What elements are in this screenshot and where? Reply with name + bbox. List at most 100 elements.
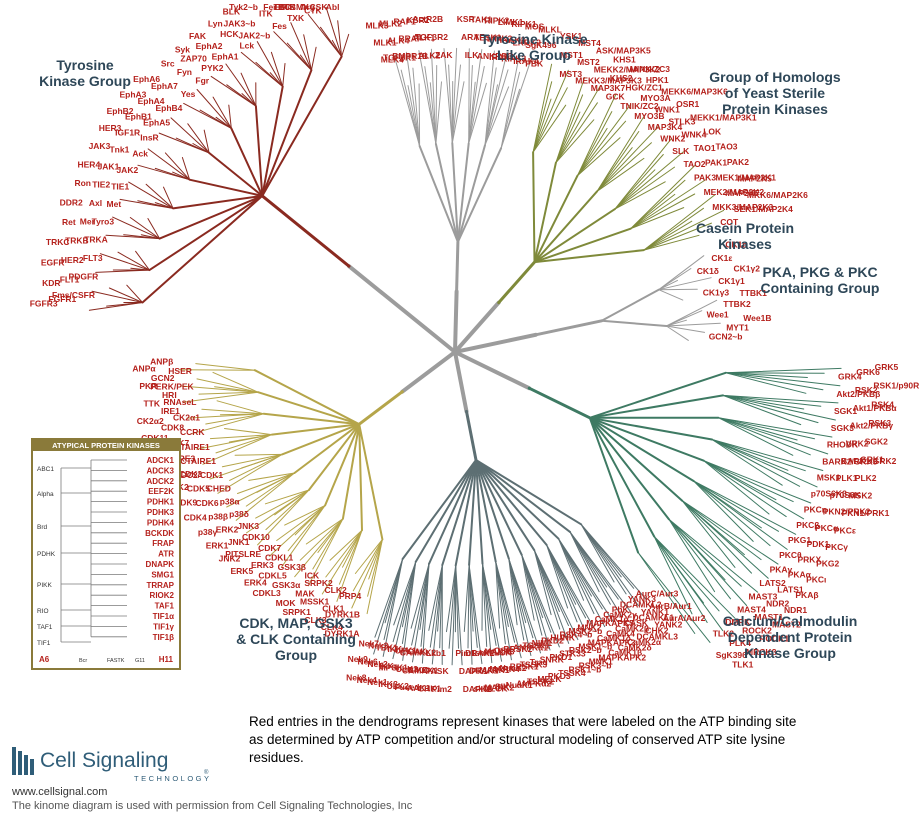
kinase-label: Tnk1 bbox=[109, 144, 129, 154]
kinase-label: Axl bbox=[89, 198, 102, 208]
kinase-label: PLK4 bbox=[729, 638, 751, 648]
kinase-label: p70S6Kβ bbox=[811, 489, 847, 499]
branch-leaf-agc bbox=[653, 536, 693, 615]
kinase-label: TAO3 bbox=[716, 141, 738, 151]
branch-leaf-agc bbox=[722, 394, 805, 410]
kinase-label: MOS bbox=[525, 22, 545, 32]
kinase-label: HER3 bbox=[99, 123, 122, 133]
atypical-kinase-label: ADCK1 bbox=[146, 456, 174, 465]
kinase-label: ANPα bbox=[132, 363, 156, 373]
branch-leaf-agc bbox=[725, 372, 808, 378]
kinase-label: NuaK1 bbox=[506, 680, 533, 690]
kinase-label: TRKB bbox=[65, 236, 89, 246]
branch-leaf-cmgc bbox=[287, 504, 326, 552]
branch-leaf-agc bbox=[693, 480, 754, 542]
atypical-kinase-label: ATR bbox=[158, 550, 174, 559]
branch-cluster-camk bbox=[441, 459, 477, 567]
kinase-label: CaMK2γ bbox=[603, 609, 637, 619]
branch-leaf-camk bbox=[580, 523, 627, 595]
kinase-label: MKK3/MAP2K3 bbox=[712, 202, 773, 212]
kinase-label: MARK3 bbox=[484, 647, 514, 657]
atypical-box-header bbox=[32, 439, 180, 451]
branch-leaf-camk bbox=[373, 558, 404, 655]
logo-mark: Cell Signaling TECHNOLOGY ® bbox=[12, 747, 209, 783]
kinase-label: PKCι bbox=[806, 575, 827, 585]
branch-leaf-camk bbox=[521, 554, 535, 621]
branch-leaf-tkl bbox=[393, 54, 421, 147]
branch-leaf-tkl bbox=[500, 57, 532, 149]
branch-leaf-tk bbox=[310, 46, 317, 71]
atypical-family-label: TIF1 bbox=[37, 640, 51, 647]
branch-leaf-cmgc bbox=[221, 453, 283, 468]
kinase-label: Ron bbox=[74, 178, 91, 188]
kinase-label: CK1γ3 bbox=[703, 288, 730, 298]
branch-leaf-cmgc bbox=[190, 413, 265, 435]
kinase-label: EphB1 bbox=[125, 112, 152, 122]
branch-leaf-cmgc bbox=[265, 489, 310, 531]
branch-leaf-agc bbox=[703, 460, 794, 503]
branch-leaf-agc bbox=[637, 552, 711, 643]
kinase-label: Tyro3 bbox=[92, 217, 115, 227]
branch-leaf-tkl bbox=[435, 81, 442, 145]
branch-leaf-cmgc bbox=[212, 371, 259, 393]
branch-cluster-ste bbox=[533, 161, 557, 264]
branch-leaf-tk bbox=[225, 63, 257, 107]
kinase-label: CaMK4 bbox=[606, 628, 635, 638]
branch-leaf-camk bbox=[401, 561, 417, 644]
atypical-kinases-box: ATYPICAL PROTEIN KINASES ABC1AlphaBrdPDH… bbox=[31, 438, 181, 670]
logo-bars-icon bbox=[12, 747, 34, 775]
branch-cluster-cmgc bbox=[293, 423, 361, 474]
branch-leaf-tk bbox=[163, 186, 174, 209]
kinase-label: Ret bbox=[62, 217, 76, 227]
branch-leaf-ste bbox=[630, 193, 676, 230]
branch-leaf-agc bbox=[653, 536, 724, 632]
branch-leaf-cmgc bbox=[245, 472, 295, 507]
kinase-label: FGFR1 bbox=[48, 294, 76, 304]
branch-leaf-tkl bbox=[451, 64, 461, 144]
kinase-label: MKK6/MAP2K6 bbox=[747, 190, 808, 200]
kinase-label: CK1α bbox=[725, 239, 748, 249]
atypical-corner-left: A6 bbox=[39, 655, 50, 664]
branch-leaf-agc bbox=[668, 518, 716, 593]
atypical-bottom-label: FASTK bbox=[107, 658, 125, 664]
branch-leaf-ste bbox=[630, 193, 696, 230]
kinase-label: FAK bbox=[189, 31, 207, 41]
kinase-label: MINK/ZC3 bbox=[630, 64, 670, 74]
atypical-kinase-label: TIF1α bbox=[153, 612, 174, 621]
branch-leaf-tkl bbox=[468, 65, 473, 144]
branch-leaf-agc bbox=[717, 417, 815, 440]
kinase-label: TBK1 bbox=[376, 643, 398, 653]
kinase-label: TTBK1 bbox=[740, 288, 768, 298]
branch-leaf-agc bbox=[703, 460, 787, 518]
branch-leaf-agc bbox=[703, 460, 805, 520]
branch-leaf-tkl bbox=[407, 85, 421, 147]
kinase-label: DYRK1B bbox=[325, 610, 360, 620]
branch-leaf-tk bbox=[172, 171, 191, 181]
kinase-label: PAK1 bbox=[705, 157, 727, 167]
kinase-label: p38β bbox=[208, 512, 228, 522]
kinase-label: LIMK1 bbox=[498, 17, 524, 27]
branch-leaf-agc bbox=[693, 480, 797, 535]
kinase-label: CDC2/CDK1 bbox=[174, 470, 223, 480]
branch-leaf-tk bbox=[112, 216, 161, 240]
kinase-label: WNK1 bbox=[655, 104, 680, 114]
branch-leaf-ck1 bbox=[658, 255, 705, 291]
kinase-label: Lyn bbox=[208, 18, 223, 28]
kinase-label: ZAK bbox=[435, 50, 453, 60]
kinase-label: RSK1/p90RSK bbox=[873, 381, 919, 391]
branch-leaf-agc bbox=[668, 518, 748, 606]
atypical-kinase-label: TRRAP bbox=[146, 581, 174, 590]
kinase-label: SRPK1 bbox=[282, 607, 311, 617]
branch-leaf-ck1 bbox=[665, 325, 689, 341]
branch-leaf-agc bbox=[693, 480, 788, 550]
kinase-label: EphA1 bbox=[212, 51, 239, 61]
branch-trunk-agc bbox=[453, 350, 532, 391]
branch-leaf-ste bbox=[532, 69, 569, 153]
kinase-label: IRAK4 bbox=[513, 56, 539, 66]
branch-hub-ck1 bbox=[534, 319, 604, 337]
branch-leaf-camk bbox=[495, 561, 512, 661]
kinase-label: CDKL5 bbox=[258, 570, 287, 580]
branch-leaf-camk bbox=[429, 564, 443, 648]
kinase-label: ERK4 bbox=[244, 578, 267, 588]
